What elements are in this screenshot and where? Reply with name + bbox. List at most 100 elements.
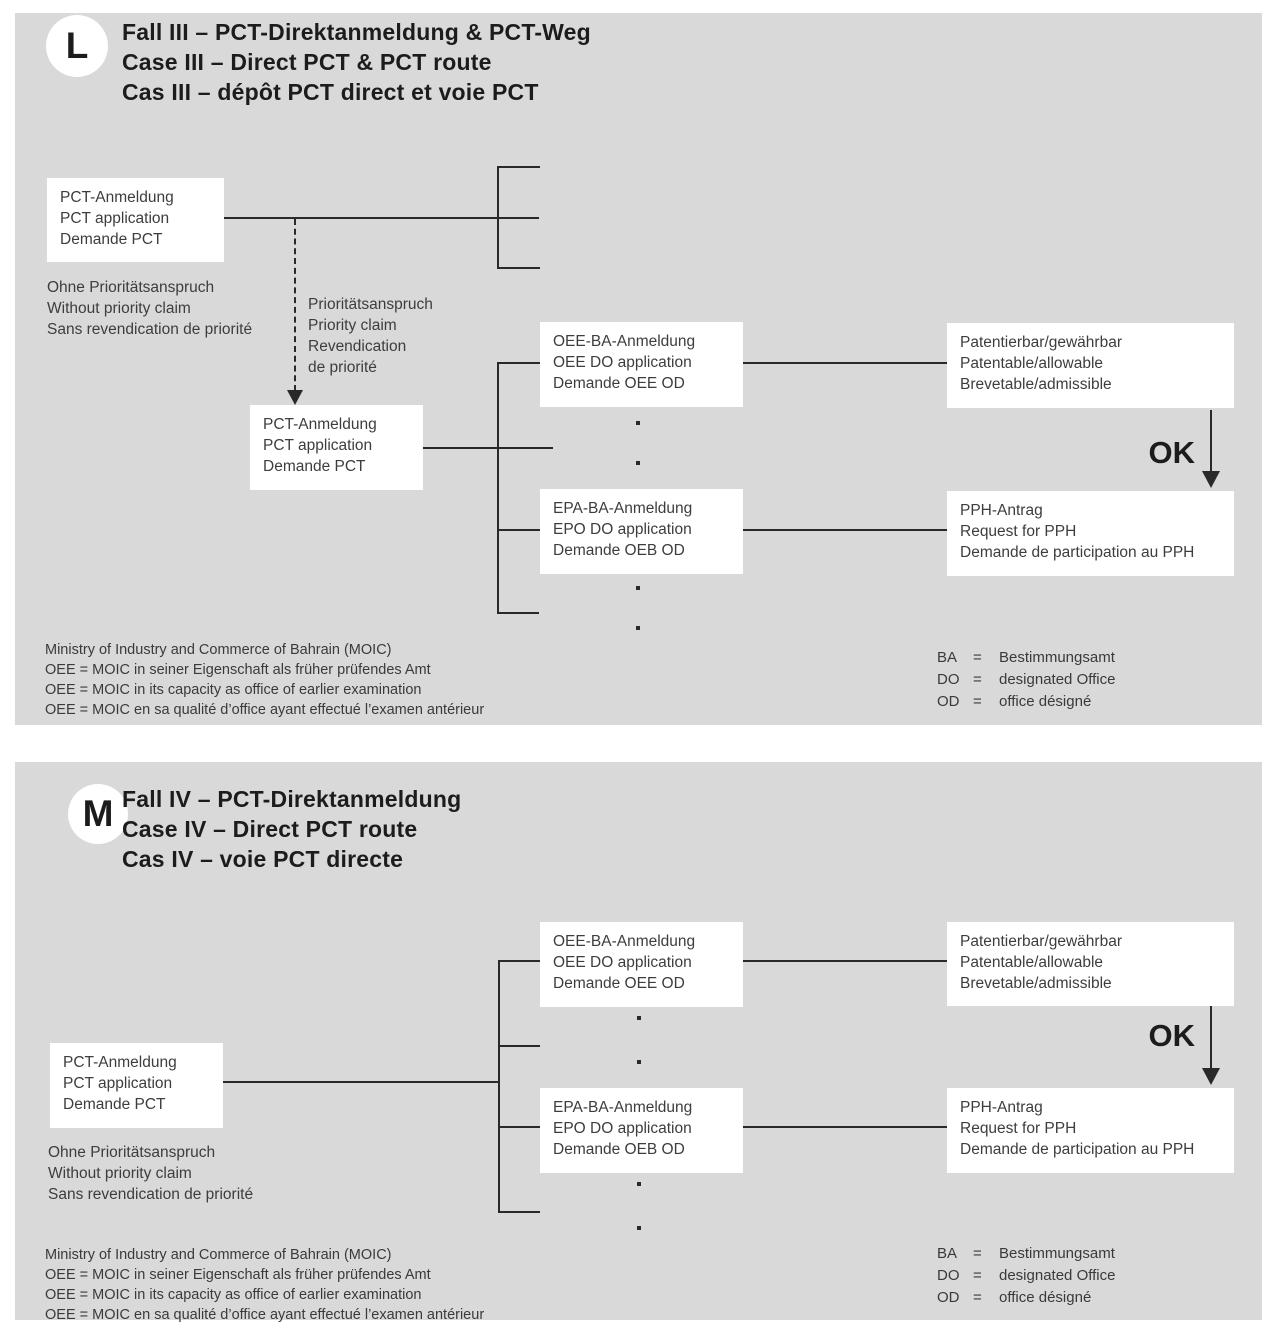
footnote-line: OEE = MOIC en sa qualité d’office ayant … bbox=[45, 702, 485, 718]
connector-line bbox=[743, 1126, 947, 1128]
legend-label: designated Office bbox=[999, 1267, 1116, 1284]
label-line: de priorité bbox=[308, 359, 377, 376]
legend-eq: = bbox=[973, 1245, 982, 1262]
arrowhead-down-icon bbox=[287, 390, 303, 405]
oee-do-application-box: OEE-BA-Anmeldung OEE DO application Dema… bbox=[540, 922, 743, 1007]
box-line: EPA-BA-Anmeldung bbox=[553, 1099, 693, 1116]
footnote-line: OEE = MOIC in its capacity as office of … bbox=[45, 682, 422, 698]
abbreviation-legend: BA = Bestimmungsamt DO = designated Offi… bbox=[937, 1243, 1115, 1309]
box-line: PCT application bbox=[263, 437, 373, 454]
legend-eq: = bbox=[973, 1289, 982, 1306]
box-line: PCT-Anmeldung bbox=[60, 189, 174, 206]
footnote-line: Ministry of Industry and Commerce of Bah… bbox=[45, 642, 392, 658]
box-line: PCT application bbox=[60, 210, 170, 227]
connector-line bbox=[743, 960, 947, 962]
legend-row: DO = designated Office bbox=[937, 669, 1115, 691]
box-line: Request for PPH bbox=[960, 523, 1077, 540]
panel-l-title-de: Fall III – PCT-Direktanmeldung & PCT-Weg bbox=[122, 19, 591, 45]
legend-row: BA = Bestimmungsamt bbox=[937, 1243, 1115, 1265]
ok-label: OK bbox=[1148, 1018, 1196, 1053]
legend-label: Bestimmungsamt bbox=[999, 649, 1115, 666]
legend-abbr: DO bbox=[937, 1267, 960, 1284]
ok-arrow-line bbox=[1210, 410, 1212, 471]
footnote-line: OEE = MOIC in its capacity as office of … bbox=[45, 1287, 422, 1303]
footnotes: Ministry of Industry and Commerce of Bah… bbox=[45, 640, 484, 720]
label-line: Prioritätsanspruch bbox=[308, 296, 433, 313]
box-line: OEE-BA-Anmeldung bbox=[553, 933, 696, 950]
ellipsis-dot bbox=[636, 461, 640, 465]
box-line: Demande OEE OD bbox=[553, 975, 685, 992]
oee-do-application-box: OEE-BA-Anmeldung OEE DO application Dema… bbox=[540, 322, 743, 407]
footnote-line: OEE = MOIC in seiner Eigenschaft als frü… bbox=[45, 662, 431, 678]
ellipsis-dot bbox=[637, 1016, 641, 1020]
label-line: Without priority claim bbox=[47, 300, 191, 317]
pct-application-box-lower: PCT-Anmeldung PCT application Demande PC… bbox=[250, 405, 423, 490]
box-line: Demande PCT bbox=[60, 231, 163, 248]
bracket-line bbox=[497, 166, 499, 269]
box-line: Demande PCT bbox=[63, 1096, 166, 1113]
ok-label: OK bbox=[1148, 435, 1196, 470]
footnote-line: Ministry of Industry and Commerce of Bah… bbox=[45, 1247, 392, 1263]
panel-m-badge: M bbox=[68, 784, 128, 844]
legend-row: BA = Bestimmungsamt bbox=[937, 647, 1115, 669]
arrowhead-down-icon bbox=[1202, 471, 1220, 488]
box-line: Brevetable/admissible bbox=[960, 975, 1112, 992]
panel-m-title-fr: Cas IV – voie PCT directe bbox=[122, 846, 404, 872]
connector-line bbox=[743, 362, 947, 364]
box-line: PCT application bbox=[63, 1075, 173, 1092]
panel-l-badge: L bbox=[46, 15, 108, 77]
connector-line bbox=[743, 529, 947, 531]
pct-application-box: PCT-Anmeldung PCT application Demande PC… bbox=[50, 1043, 223, 1128]
ok-arrow-line bbox=[1210, 1006, 1212, 1068]
pph-request-box: PPH-Antrag Request for PPH Demande de pa… bbox=[947, 1088, 1234, 1173]
box-line: Patentierbar/gewährbar bbox=[960, 933, 1122, 950]
footnote-line: OEE = MOIC in seiner Eigenschaft als frü… bbox=[45, 1267, 431, 1283]
box-line: Demande OEE OD bbox=[553, 375, 685, 392]
legend-eq: = bbox=[973, 671, 982, 688]
panel-case-3: L Fall III – PCT-Direktanmeldung & PCT-W… bbox=[15, 13, 1262, 725]
legend-eq: = bbox=[973, 693, 982, 710]
pph-request-box: PPH-Antrag Request for PPH Demande de pa… bbox=[947, 491, 1234, 576]
without-priority-claim-label: Ohne Prioritätsanspruch Without priority… bbox=[47, 277, 252, 340]
epo-do-application-box: EPA-BA-Anmeldung EPO DO application Dema… bbox=[540, 1088, 743, 1173]
panel-m-title-de: Fall IV – PCT-Direktanmeldung bbox=[122, 786, 462, 812]
without-priority-claim-label: Ohne Prioritätsanspruch Without priority… bbox=[48, 1142, 253, 1205]
bracket-line bbox=[498, 960, 500, 1213]
legend-row: OD = office désigné bbox=[937, 691, 1115, 713]
legend-eq: = bbox=[973, 649, 982, 666]
bracket-stub bbox=[498, 1211, 540, 1213]
abbreviation-legend: BA = Bestimmungsamt DO = designated Offi… bbox=[937, 647, 1115, 713]
legend-abbr: BA bbox=[937, 649, 958, 666]
footnote-line: OEE = MOIC en sa qualité d’office ayant … bbox=[45, 1307, 485, 1323]
box-line: Demande PCT bbox=[263, 458, 366, 475]
legend-row: OD = office désigné bbox=[937, 1287, 1115, 1309]
box-line: Patentable/allowable bbox=[960, 355, 1104, 372]
bracket-stub bbox=[497, 612, 539, 614]
box-line: OEE DO application bbox=[553, 954, 692, 971]
box-line: EPA-BA-Anmeldung bbox=[553, 500, 693, 517]
box-line: Brevetable/admissible bbox=[960, 376, 1112, 393]
panel-m-title: Fall IV – PCT-Direktanmeldung Case IV – … bbox=[122, 784, 461, 874]
connector-line bbox=[224, 217, 539, 219]
box-line: EPO DO application bbox=[553, 521, 692, 538]
epo-do-application-box: EPA-BA-Anmeldung EPO DO application Dema… bbox=[540, 489, 743, 574]
box-line: PCT-Anmeldung bbox=[263, 416, 377, 433]
pct-application-box-top: PCT-Anmeldung PCT application Demande PC… bbox=[47, 178, 224, 262]
label-line: Sans revendication de priorité bbox=[48, 1186, 254, 1203]
priority-claim-dashed-arrow bbox=[294, 219, 296, 391]
box-line: OEE-BA-Anmeldung bbox=[553, 333, 696, 350]
legend-label: office désigné bbox=[999, 693, 1092, 710]
ellipsis-dot bbox=[637, 1060, 641, 1064]
box-line: Patentierbar/gewährbar bbox=[960, 334, 1122, 351]
label-line: Revendication bbox=[308, 338, 407, 355]
box-line: EPO DO application bbox=[553, 1120, 692, 1137]
panel-l-title-fr: Cas III – dépôt PCT direct et voie PCT bbox=[122, 79, 539, 105]
legend-abbr: DO bbox=[937, 671, 960, 688]
patentable-box: Patentierbar/gewährbar Patentable/allowa… bbox=[947, 323, 1234, 408]
ellipsis-dot bbox=[637, 1182, 641, 1186]
legend-label: office désigné bbox=[999, 1289, 1092, 1306]
box-line: PPH-Antrag bbox=[960, 502, 1043, 519]
box-line: Demande OEB OD bbox=[553, 1141, 685, 1158]
legend-abbr: OD bbox=[937, 693, 960, 710]
